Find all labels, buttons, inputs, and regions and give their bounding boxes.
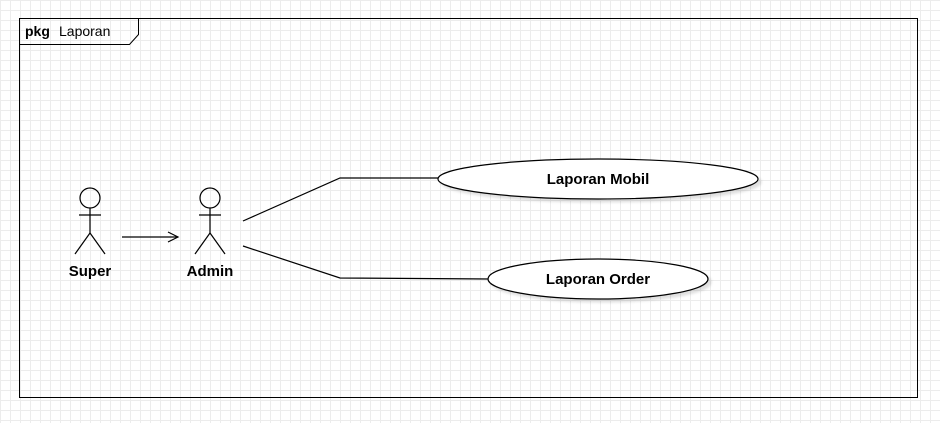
actor-super-head xyxy=(79,187,101,209)
frame-title: Laporan xyxy=(59,23,110,39)
actor-admin-head xyxy=(199,187,221,209)
use-case-laporan-order[interactable]: Laporan Order xyxy=(487,258,709,300)
actor-super-label: Super xyxy=(69,263,112,280)
frame-keyword: pkg xyxy=(25,23,50,39)
generalization-arrow[interactable] xyxy=(122,231,180,243)
package-frame[interactable]: pkg Laporan xyxy=(19,18,918,398)
actor-admin[interactable] xyxy=(194,187,226,255)
association-admin-mobil[interactable] xyxy=(242,177,440,222)
use-case-laporan-order-label: Laporan Order xyxy=(546,271,650,288)
association-admin-order[interactable] xyxy=(242,245,491,280)
use-case-laporan-mobil-label: Laporan Mobil xyxy=(547,171,650,188)
frame-tab xyxy=(19,18,139,45)
arrow-head xyxy=(167,231,180,243)
use-case-laporan-mobil[interactable]: Laporan Mobil xyxy=(437,158,759,200)
actor-super[interactable] xyxy=(74,187,106,255)
actor-admin-label: Admin xyxy=(187,263,234,280)
